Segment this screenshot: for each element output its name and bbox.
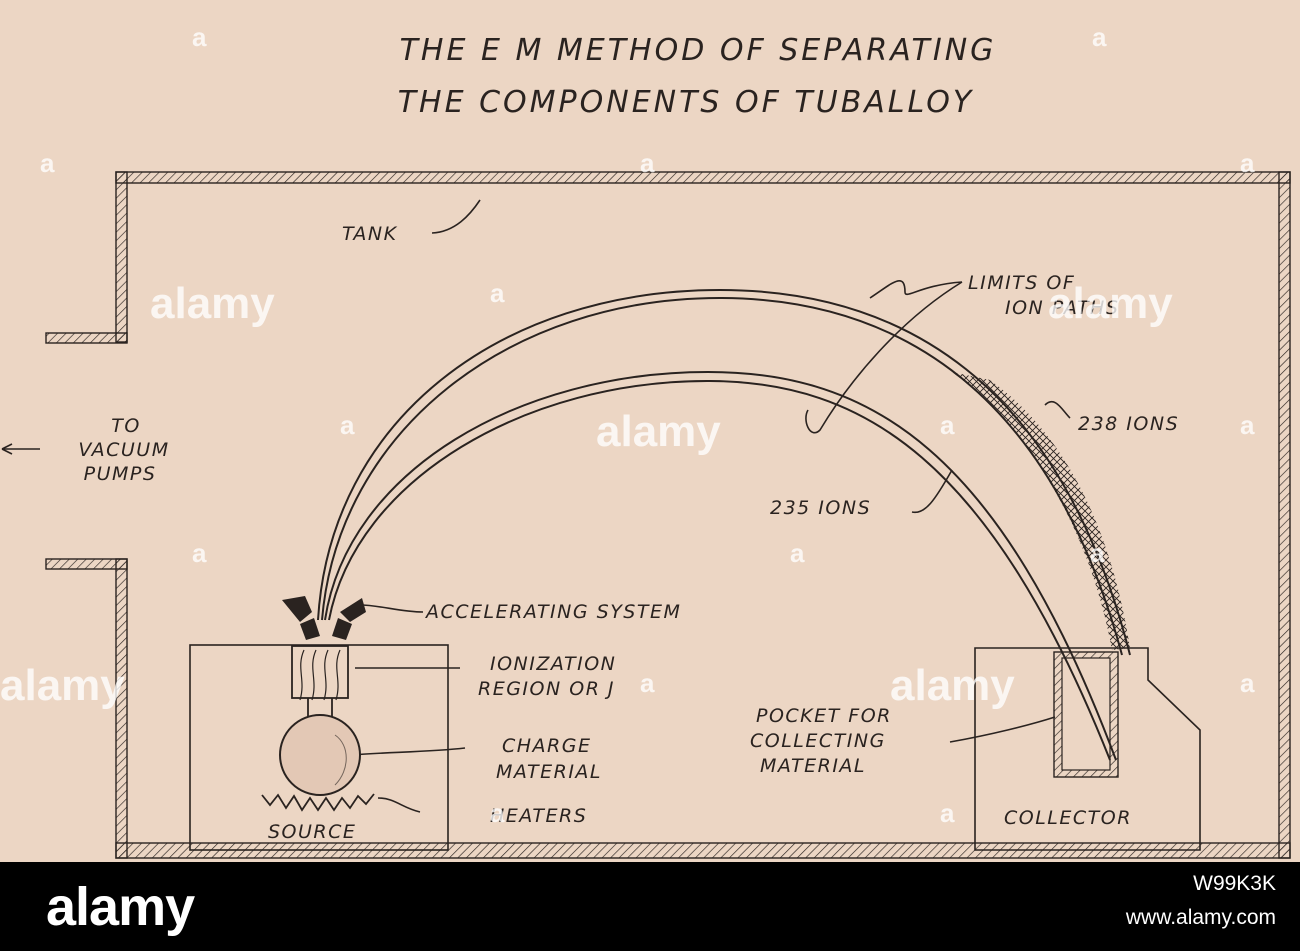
footer-logo: alamy xyxy=(46,877,195,937)
label-vacuum-3: PUMPS xyxy=(84,463,157,485)
collector-box xyxy=(974,647,1201,851)
tank-wall xyxy=(45,171,1291,859)
ionization-region xyxy=(291,645,349,699)
label-pocket-3: MATERIAL xyxy=(760,755,866,777)
watermark-glyph: a xyxy=(640,148,655,178)
label-pocket-2: COLLECTING xyxy=(750,730,886,752)
title-line-2: THE COMPONENTS OF TUBALLOY xyxy=(398,85,975,120)
label-source: SOURCE xyxy=(268,821,356,843)
ion-paths xyxy=(317,288,1131,761)
label-tank: TANK xyxy=(342,223,398,245)
label-ionization-2: REGION OR J xyxy=(478,678,615,700)
watermark: alamy alamy alamy alamy alamy a a a a a … xyxy=(0,22,1255,828)
stock-footer: alamy W99K3K www.alamy.com xyxy=(0,862,1300,951)
watermark-glyph: a xyxy=(1092,22,1107,52)
watermark-glyph: a xyxy=(192,22,207,52)
label-charge-1: CHARGE xyxy=(502,735,591,757)
watermark-glyph: a xyxy=(1090,538,1105,568)
watermark-glyph: a xyxy=(340,410,355,440)
footer-url: www.alamy.com xyxy=(1125,906,1276,929)
source-box xyxy=(189,644,449,851)
watermark-glyph: a xyxy=(1240,410,1255,440)
label-collector: COLLECTOR xyxy=(1004,807,1132,829)
label-238-ions: 238 IONS xyxy=(1078,413,1179,435)
watermark-glyph: a xyxy=(1240,668,1255,698)
watermark-glyph: a xyxy=(40,148,55,178)
watermark-brand: alamy xyxy=(1048,279,1173,328)
leader-lines xyxy=(1,199,1071,813)
label-pocket-1: POCKET FOR xyxy=(756,705,892,727)
watermark-brand: alamy xyxy=(596,407,721,456)
watermark-brand: alamy xyxy=(890,661,1015,710)
watermark-glyph: a xyxy=(490,278,505,308)
label-vacuum-2: VACUUM xyxy=(78,439,169,461)
label-charge-2: MATERIAL xyxy=(496,761,602,783)
watermark-glyph: a xyxy=(940,798,955,828)
label-accelerating: ACCELERATING SYSTEM xyxy=(424,601,681,623)
label-limits-2: ION PATHS xyxy=(1005,297,1119,319)
watermark-glyph: a xyxy=(940,410,955,440)
watermark-glyph: a xyxy=(790,538,805,568)
collector-pocket-inner xyxy=(1061,657,1111,771)
watermark-brand: alamy xyxy=(0,661,125,710)
watermark-glyph: a xyxy=(490,798,505,828)
watermark-glyph: a xyxy=(1240,148,1255,178)
heaters-coil xyxy=(261,793,375,812)
accelerating-system xyxy=(282,596,366,640)
ionization-lines xyxy=(299,649,341,701)
label-limits-1: LIMITS OF xyxy=(968,272,1075,294)
label-ionization-1: IONIZATION xyxy=(490,653,616,675)
label-vacuum-1: TO xyxy=(111,415,141,437)
label-heaters: HEATERS xyxy=(490,805,587,827)
watermark-glyph: a xyxy=(640,668,655,698)
label-235-ions: 235 IONS xyxy=(770,497,871,519)
charge-bulb xyxy=(279,714,361,796)
watermark-glyph: a xyxy=(192,538,207,568)
watermark-brand: alamy xyxy=(150,279,275,328)
separation-diagram: THE E M METHOD OF SEPARATING THE COMPONE… xyxy=(0,22,1291,859)
title-line-1: THE E M METHOD OF SEPARATING xyxy=(400,33,997,68)
footer-image-id: W99K3K xyxy=(1193,872,1276,895)
